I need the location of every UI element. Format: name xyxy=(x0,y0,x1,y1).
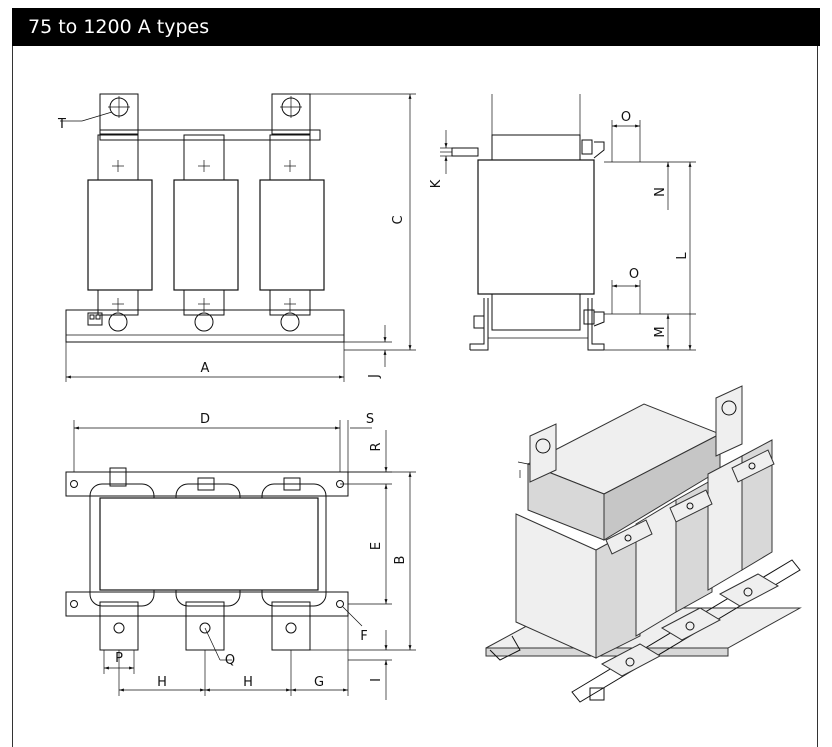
label-d: D xyxy=(200,412,210,427)
label-j: J xyxy=(367,374,382,379)
label-c: C xyxy=(391,215,406,224)
isometric-view xyxy=(485,385,802,703)
section-title: 75 to 1200 A types xyxy=(28,16,210,38)
side-view xyxy=(440,94,696,351)
front-view xyxy=(60,93,416,382)
label-s: S xyxy=(366,412,374,427)
dimension-labels: A C J T K O O N L M D S R E B F I P Q H … xyxy=(57,110,690,690)
label-r: R xyxy=(369,442,384,451)
label-f: F xyxy=(360,629,367,644)
label-a: A xyxy=(201,361,210,376)
label-e: E xyxy=(369,542,384,550)
label-h-left: H xyxy=(157,675,167,690)
label-g: G xyxy=(314,675,324,690)
label-p: P xyxy=(115,651,123,666)
label-q: Q xyxy=(225,653,235,668)
label-b: B xyxy=(393,556,408,565)
label-l: L xyxy=(675,252,690,260)
top-view xyxy=(65,420,416,700)
label-h-right: H xyxy=(243,675,253,690)
label-n: N xyxy=(653,187,668,197)
label-o-bottom: O xyxy=(629,267,639,282)
label-m: M xyxy=(653,326,668,337)
label-i: I xyxy=(369,678,384,682)
label-k: K xyxy=(429,179,444,188)
drawing-frame xyxy=(12,46,818,747)
label-t: T xyxy=(57,117,66,132)
section-header: 75 to 1200 A types xyxy=(12,8,820,46)
label-o-top: O xyxy=(621,110,631,125)
